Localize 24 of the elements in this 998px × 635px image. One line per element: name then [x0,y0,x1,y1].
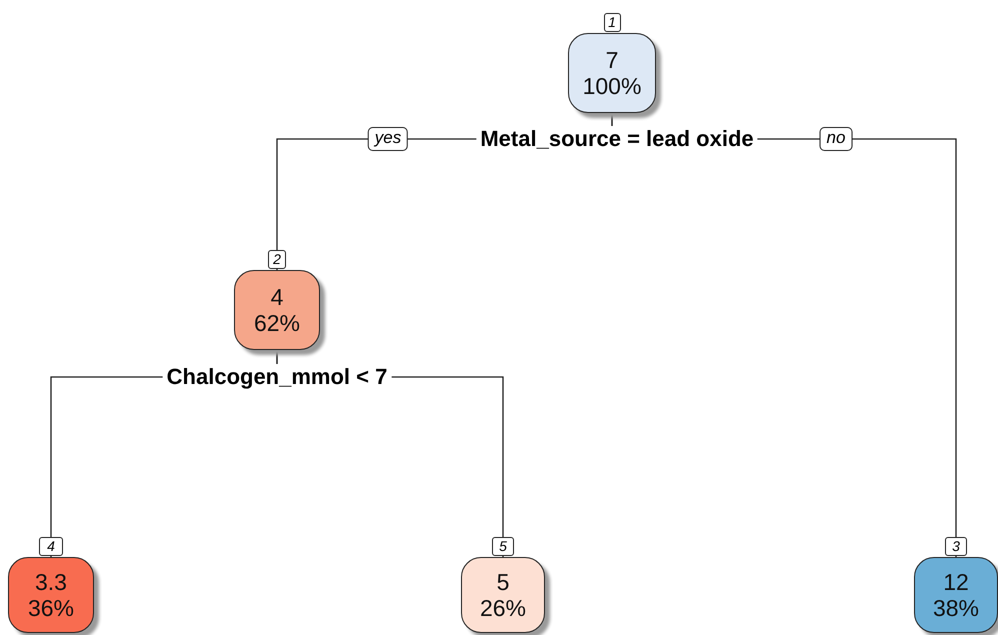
edge-label: yes [368,127,408,151]
leaf-node [461,557,545,633]
node-value: 7 [606,47,618,73]
leaf-node [8,557,94,633]
node-number-tag: 1 [604,13,620,32]
node-percentage: 36% [28,595,74,621]
node-value: 12 [943,569,969,595]
split-node [234,270,320,350]
node-number-tag: 3 [945,537,967,556]
node-number-tag: 2 [268,250,286,269]
node-value: 3.3 [35,569,67,595]
split-condition: Chalcogen_mmol < 7 [162,364,392,390]
node-value: 4 [270,284,284,310]
edge-label: no [820,127,852,151]
node-value: 5 [496,569,510,595]
node-percentage: 38% [932,595,980,621]
split-node [568,33,656,113]
node-number-tag: 5 [492,537,514,556]
node-percentage: 100% [582,73,642,99]
node-percentage: 62% [254,310,300,336]
node-percentage: 26% [480,595,526,621]
leaf-node [914,557,998,633]
node-number-tag: 4 [39,537,63,556]
split-condition: Metal_source = lead oxide [476,126,758,152]
